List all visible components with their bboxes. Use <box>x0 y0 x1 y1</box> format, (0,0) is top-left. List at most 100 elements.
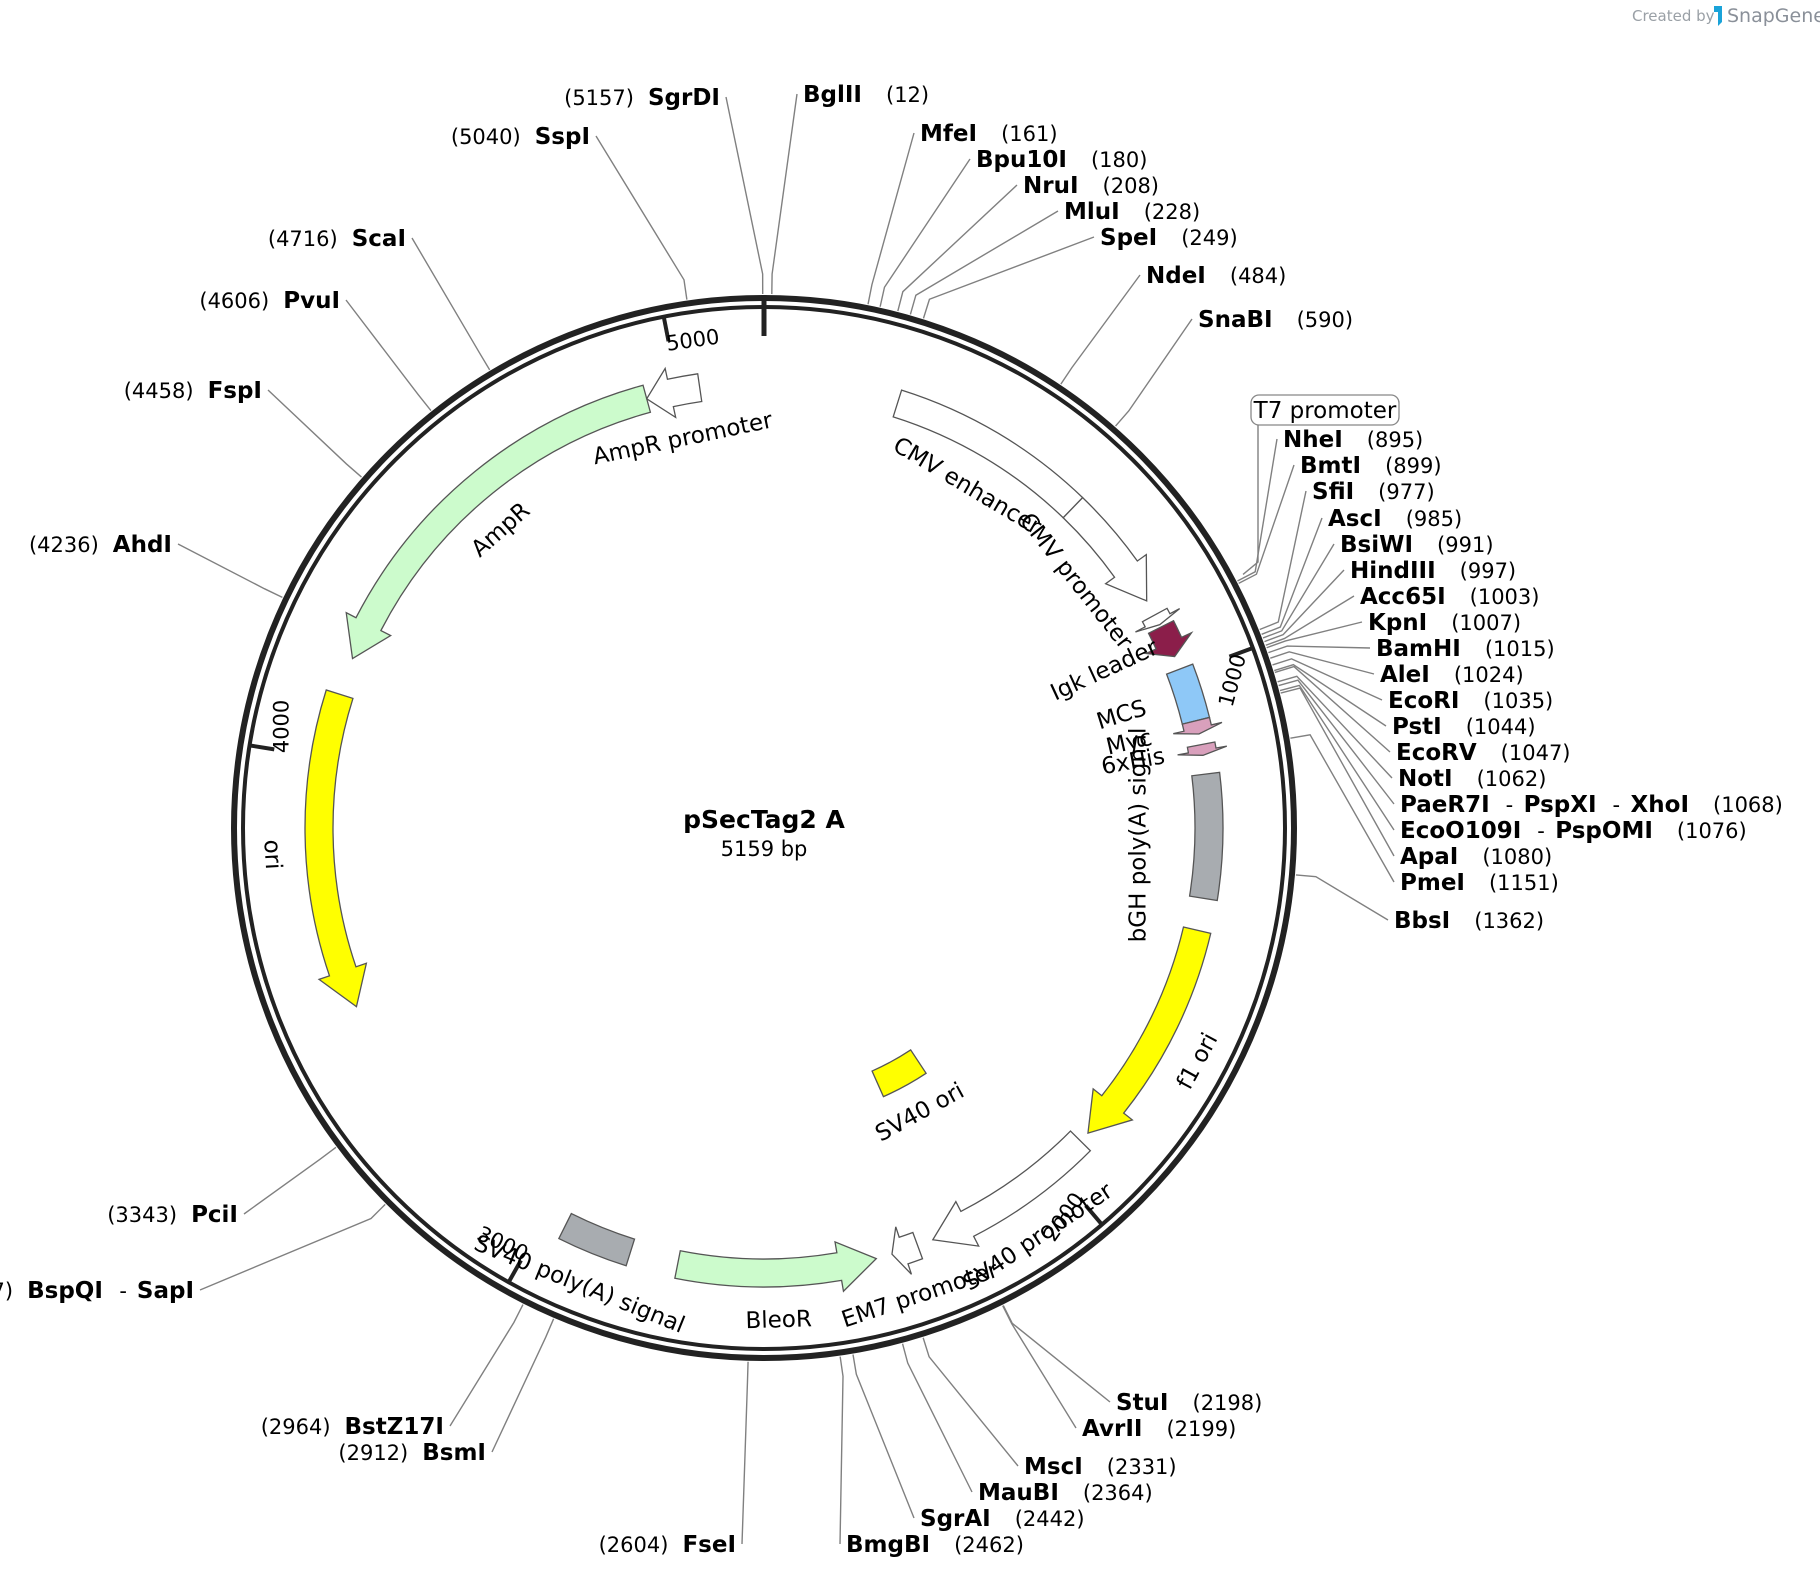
site-pos-spei: (249) <box>1181 226 1237 250</box>
site-name-msci: MscI <box>1024 1454 1083 1480</box>
site-name-pspxi: PspXI <box>1524 792 1597 818</box>
site-leader-pvui <box>345 299 432 412</box>
site-name-ecorv: EcoRV <box>1396 740 1477 766</box>
site-leader-ecoo109i <box>1279 684 1395 831</box>
site-maubi: MauBI (2364) <box>901 1343 1153 1506</box>
site-avrii: AvrII (2199) <box>1002 1305 1236 1442</box>
feature-ampr-promoter <box>645 366 703 419</box>
site-name-pcii: PciI <box>191 1202 238 1228</box>
site-leader-bmgbi <box>839 1356 844 1545</box>
site-pos-noti: (1062) <box>1477 767 1547 791</box>
site-leader-paer7i <box>1278 679 1395 805</box>
site-name-bstz17i: BstZ17I <box>345 1414 444 1440</box>
site-bmti: BmtI(899) <box>1238 453 1442 584</box>
feature-sv40-promoter <box>931 1130 1092 1247</box>
site-name-pspomi: PspOMI <box>1555 818 1653 844</box>
site-asci: AscI(985) <box>1261 506 1462 635</box>
site-leader-bmti <box>1238 464 1295 584</box>
site-acc65i: Acc65I(1003) <box>1265 584 1539 646</box>
site-stui: StuI(2198) <box>1002 1305 1263 1416</box>
site-bsiwi: BsiWI(991) <box>1262 532 1494 639</box>
site-pvui: PvuI(4606) <box>199 288 432 412</box>
site-name-asci: AscI <box>1328 506 1382 532</box>
site-leader-bbsi <box>1295 874 1389 921</box>
site-name-sspi: SspI <box>535 124 590 150</box>
site-leader-mlui <box>909 210 1059 315</box>
site-sfii: SfiI(977) <box>1259 479 1435 631</box>
site-pos-psti: (1044) <box>1466 715 1536 739</box>
site-sgrai: SgrAI(2442) <box>852 1354 1085 1532</box>
site-fspi: FspI(4458) <box>124 378 362 478</box>
site-leader-pmei <box>1290 734 1395 883</box>
site-leader-spei <box>922 236 1095 319</box>
site-leader-bpu10i <box>879 158 971 307</box>
feature-bleor <box>674 1240 878 1293</box>
site-leader-sgrai <box>852 1354 915 1519</box>
site-bbsi: BbsI(1362) <box>1295 874 1544 934</box>
site-name-spei: SpeI <box>1100 225 1157 251</box>
site-pos-snabi: (590) <box>1297 308 1353 332</box>
site-pos-ecorv: (1047) <box>1501 741 1571 765</box>
site-pos-stui: (2198) <box>1193 1391 1263 1415</box>
site-leader-hindiii <box>1264 569 1345 643</box>
site-pos-ahdi: (4236) <box>29 533 99 557</box>
site-leader-sspi <box>595 135 688 300</box>
site-leader-fsei <box>741 1361 749 1545</box>
site-name-fspi: FspI <box>208 378 262 404</box>
tick-5000 <box>661 315 671 342</box>
site-apai: ApaI(1080) <box>1280 687 1552 870</box>
site-name-bpu10i: Bpu10I <box>976 147 1067 173</box>
site-leader-stui <box>1002 1305 1111 1403</box>
site-pos-sgrai: (2442) <box>1015 1507 1085 1531</box>
site-pos-bpu10i: (180) <box>1091 148 1147 172</box>
site-pos-sgrdi: (5157) <box>564 86 634 110</box>
tick-3000 <box>506 1259 523 1285</box>
site-name-bspqi: BspQI <box>27 1278 103 1304</box>
site-name-bbsi: BbsI <box>1394 908 1450 934</box>
feature-sv40-polya <box>557 1212 636 1267</box>
tick-label-5000: 5000 <box>665 325 721 356</box>
site-alei: AleI (1024) <box>1270 651 1524 688</box>
site-kpni: KpnI(1007) <box>1266 610 1521 649</box>
site-pos-mfei: (161) <box>1001 122 1057 146</box>
site-name-ecoo109i: EcoO109I <box>1400 818 1521 844</box>
site-pos-maubi: (2364) <box>1083 1481 1153 1505</box>
site-paer7i: PaeR7I-PspXI-XhoI(1068) <box>1278 679 1783 818</box>
tick-4000 <box>248 743 275 752</box>
site-name-bglii: BglII <box>803 82 862 108</box>
site-bsmi: BsmI(2912) <box>338 1318 555 1466</box>
site-leader-nrui <box>897 184 1018 312</box>
site-pcii: PciI(3343) <box>107 1146 337 1228</box>
site-name-avrii: AvrII <box>1082 1416 1142 1442</box>
site-nhei: NheI(895) <box>1237 427 1423 582</box>
site-ndei: NdeI(484) <box>1060 263 1286 385</box>
site-name-pvui: PvuI <box>283 288 340 314</box>
site-pos-avrii: (2199) <box>1166 1417 1236 1441</box>
site-name-paer7i: PaeR7I <box>1400 792 1490 818</box>
feature-bgh-polya <box>1188 771 1224 902</box>
branding: Created by SnapGene <box>1632 5 1820 27</box>
site-leader-asci <box>1261 517 1323 635</box>
site-leader-scai <box>411 237 491 371</box>
site-pos-bsiwi: (991) <box>1437 533 1493 557</box>
site-ecori: EcoRI(1035) <box>1272 658 1553 714</box>
feature-6xhis <box>1177 741 1228 756</box>
site-noti: NotI(1062) <box>1277 675 1547 792</box>
site-name-apai: ApaI <box>1400 844 1458 870</box>
site-leader-nhei <box>1237 438 1278 582</box>
site-sgrdi: SgrDI(5157) <box>564 85 764 295</box>
site-leader-mfei <box>867 132 915 305</box>
site-fsei: FseI(2604) <box>599 1361 749 1558</box>
site-msci: MscI(2331) <box>922 1337 1177 1480</box>
site-leader-ecorv <box>1274 665 1391 753</box>
site-name-alei: AleI <box>1380 662 1430 688</box>
site-pos-bglii: (12) <box>886 83 929 107</box>
site-name-ndei: NdeI <box>1146 263 1206 289</box>
site-pos-alei: (1024) <box>1454 663 1524 687</box>
feature-ampr <box>345 384 652 660</box>
site-name-maubi: MauBI <box>978 1480 1059 1506</box>
site-bglii: BglII (12) <box>771 82 929 295</box>
